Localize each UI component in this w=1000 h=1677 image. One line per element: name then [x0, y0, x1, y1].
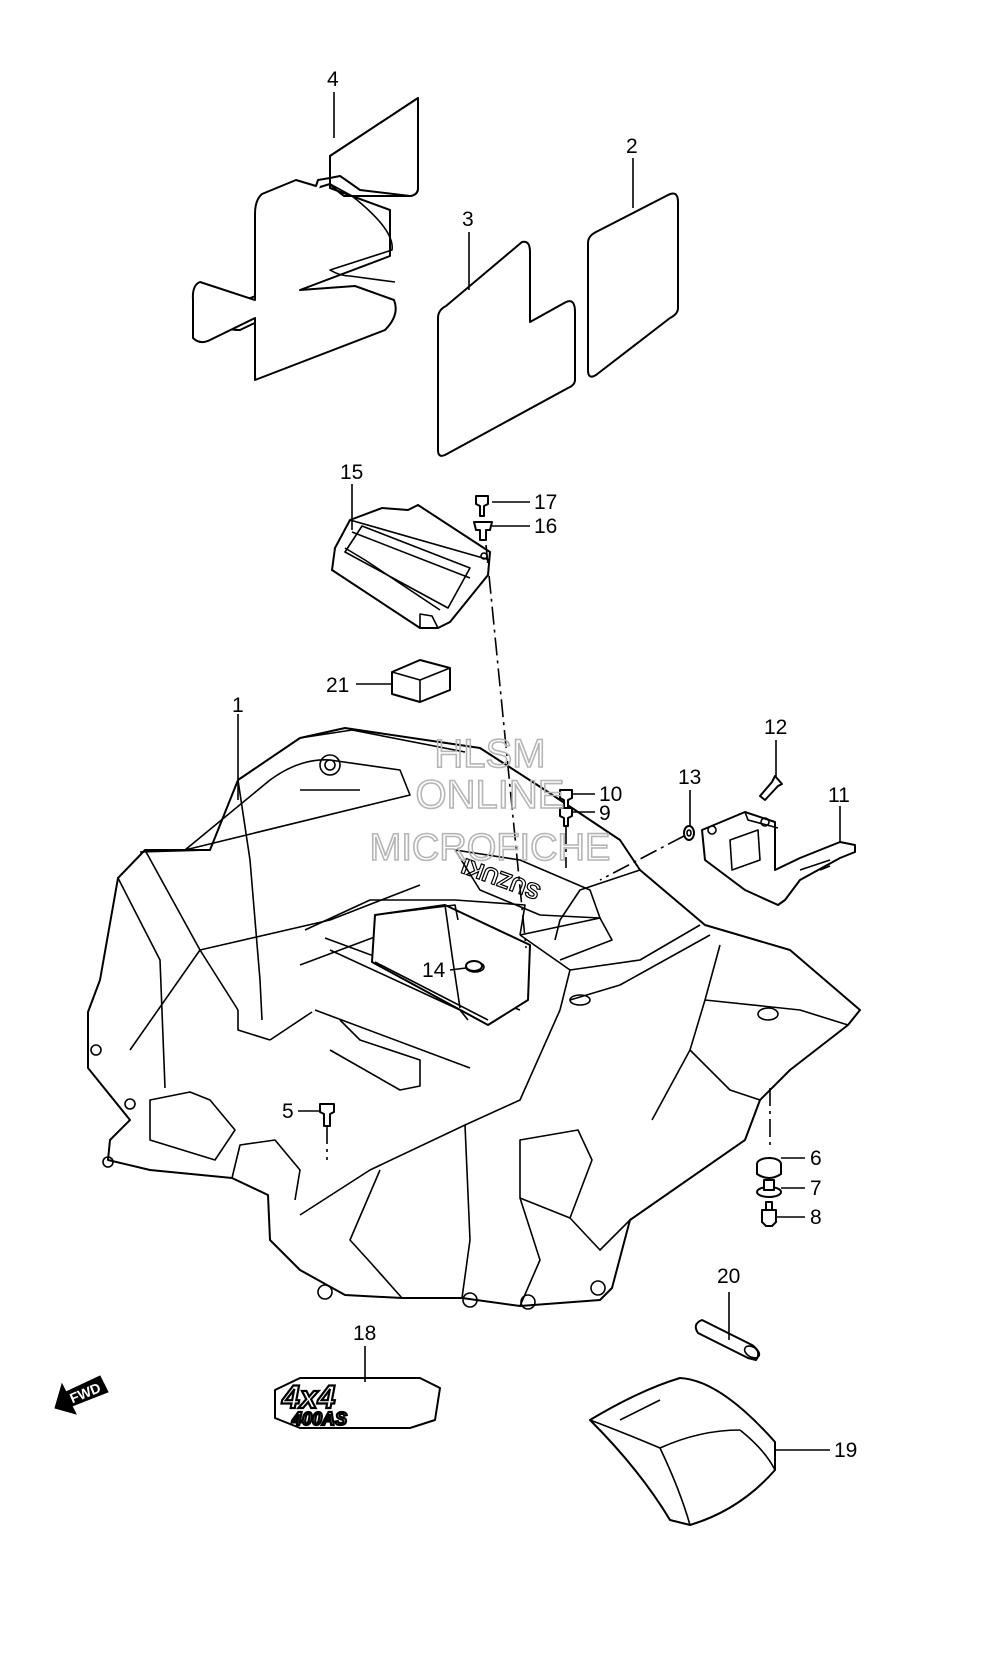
part-3-decal[interactable]: [437, 240, 576, 457]
part-18-decal[interactable]: 4x4 400AS: [274, 1377, 441, 1430]
decal-text-top: 4x4: [281, 1379, 336, 1415]
callout-7: 7: [810, 1177, 822, 1200]
callout-18: 18: [353, 1322, 376, 1345]
leader-lines: [237, 92, 841, 1451]
part-1-rear-fender[interactable]: SUZUKI: [87, 727, 861, 1310]
callout-12: 12: [764, 716, 787, 739]
callout-19: 19: [834, 1439, 857, 1462]
callout-9: 9: [599, 802, 611, 825]
callout-15: 15: [340, 461, 363, 484]
callout-21: 21: [326, 674, 349, 697]
part-5-bolt[interactable]: [319, 1103, 335, 1127]
fwd-label: FWD: [67, 1379, 103, 1406]
forward-direction-arrow: FWD: [54, 1375, 109, 1415]
part-15-tool-box[interactable]: [331, 504, 491, 629]
part-19-cover[interactable]: [589, 1377, 776, 1526]
callout-16: 16: [534, 515, 557, 538]
part-11-bracket[interactable]: [701, 811, 856, 906]
callout-1: 1: [232, 694, 244, 717]
callout-5: 5: [282, 1100, 294, 1123]
part-6-cushion[interactable]: [756, 1157, 782, 1179]
callout-13: 13: [678, 766, 701, 789]
callout-2: 2: [626, 135, 638, 158]
part-20-pin[interactable]: [694, 1319, 762, 1361]
callout-11: 11: [828, 784, 850, 807]
part-8-bolt[interactable]: [761, 1201, 777, 1227]
part-21-cushion[interactable]: [391, 659, 451, 703]
callout-4: 4: [327, 68, 339, 91]
part-14-plug[interactable]: [465, 960, 483, 972]
part-17-screw[interactable]: [475, 495, 489, 517]
callout-17: 17: [534, 491, 557, 514]
watermark-line1: HLSM: [434, 732, 545, 776]
decal-text-bottom: 400AS: [291, 1409, 347, 1429]
part-7-collar[interactable]: [756, 1179, 782, 1198]
arrow-left-down-icon: [54, 1375, 109, 1415]
callout-labels: 4 2 3 15 17 16 21 1 10 9 12 13 11 14 5 6…: [232, 68, 857, 1462]
callout-10: 10: [599, 783, 622, 806]
watermark: HLSM ONLINE MICROFICHE: [369, 731, 611, 870]
watermark-line3: MICROFICHE: [370, 827, 611, 869]
callout-6: 6: [810, 1147, 822, 1170]
part-13-washer[interactable]: [683, 825, 695, 841]
part-9-nut[interactable]: [559, 807, 573, 827]
callout-8: 8: [810, 1206, 822, 1229]
watermark-line2: ONLINE: [416, 773, 565, 817]
part-16-grommet[interactable]: [473, 521, 493, 541]
callout-20: 20: [717, 1265, 740, 1288]
part-4-decal-sheet[interactable]: [191, 97, 419, 381]
assembly-dash-lines: [326, 544, 771, 1160]
callout-3: 3: [462, 208, 474, 231]
part-2-decal[interactable]: [587, 192, 679, 378]
callout-14: 14: [422, 959, 446, 982]
part-12-screw[interactable]: [759, 775, 783, 801]
